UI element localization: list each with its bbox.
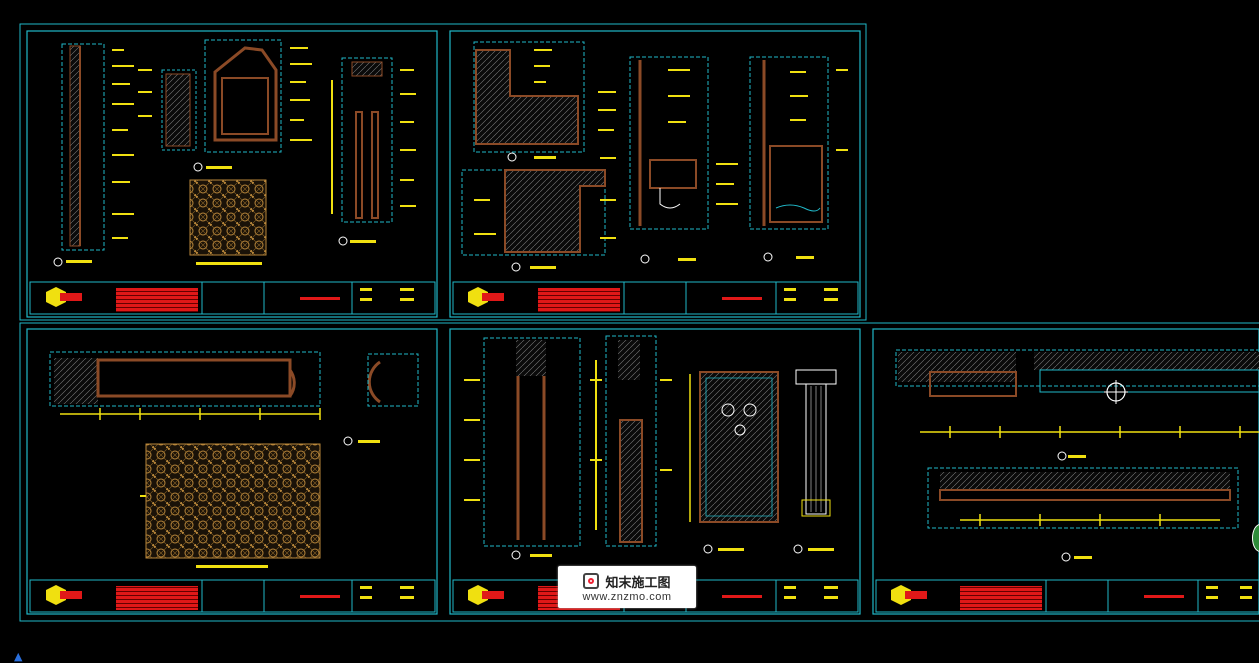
sheet-4 [449,328,861,615]
title-block-1 [29,281,436,315]
title-block-5 [875,579,1259,613]
sheet-3 [26,328,438,615]
sheet-5 [872,328,1259,615]
watermark-title: 知末施工图 [605,575,671,591]
sheet-1 [26,30,438,318]
outer-frames [19,23,1259,622]
znzmo-watermark[interactable]: 知末施工图 www.znzmo.com [558,566,696,608]
cursor-arrow-icon: ▲ [14,650,23,663]
watermark-url[interactable]: www.znzmo.com [582,590,672,603]
title-block-2 [452,281,859,315]
watermark-header: 知末施工图 [583,572,671,591]
title-block-3 [29,579,436,613]
sheet-2 [449,30,861,318]
znzmo-logo-icon [583,573,600,589]
